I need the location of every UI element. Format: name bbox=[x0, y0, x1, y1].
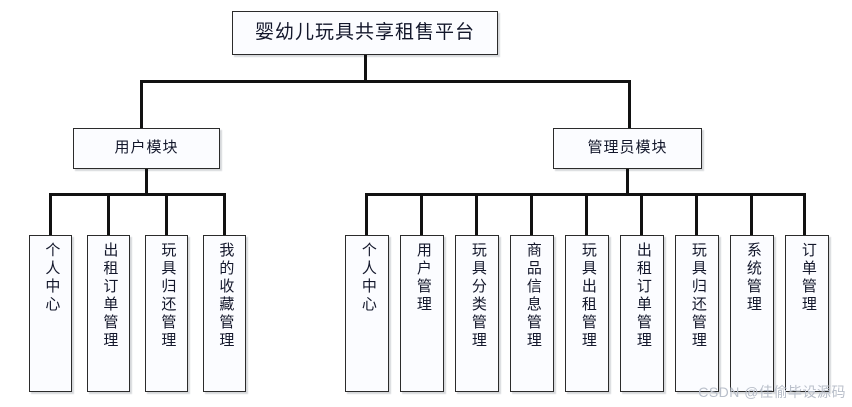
node-label: 出租订单管理 bbox=[101, 242, 118, 350]
connector-admin-leaf-5 bbox=[585, 193, 588, 236]
node-user-module-label: 用户模块 bbox=[114, 140, 179, 157]
connector-admin-leaf-9 bbox=[803, 193, 806, 236]
node-admin-leaf-personal-center[interactable]: 个人中心 bbox=[345, 235, 389, 392]
node-label: 商品信息管理 bbox=[524, 242, 541, 350]
connector-admin-leaf-8 bbox=[750, 193, 753, 236]
node-label: 我的收藏管理 bbox=[217, 242, 234, 350]
node-user-leaf-toy-return-management[interactable]: 玩具归还管理 bbox=[145, 235, 188, 392]
connector-user-leaf-4 bbox=[223, 193, 226, 236]
node-label: 用户管理 bbox=[414, 242, 431, 314]
connector-admin-leaf-2 bbox=[420, 193, 423, 236]
connector-user-leaf-2 bbox=[107, 193, 110, 236]
node-admin-leaf-rental-order-management[interactable]: 出租订单管理 bbox=[620, 235, 664, 392]
node-label: 玩具归还管理 bbox=[159, 242, 176, 350]
node-admin-leaf-toy-rental-management[interactable]: 玩具出租管理 bbox=[565, 235, 609, 392]
connector-admin-leaf-4 bbox=[530, 193, 533, 236]
node-label: 个人中心 bbox=[359, 242, 376, 314]
node-label: 玩具分类管理 bbox=[469, 242, 486, 350]
connector-admin-leaf-1 bbox=[365, 193, 368, 236]
connector-to-user-module bbox=[140, 80, 143, 128]
connector-user-leaf-1 bbox=[49, 193, 52, 236]
node-admin-leaf-product-info-management[interactable]: 商品信息管理 bbox=[510, 235, 554, 392]
node-label: 个人中心 bbox=[43, 242, 60, 314]
node-user-module[interactable]: 用户模块 bbox=[73, 128, 220, 169]
node-admin-leaf-system-management[interactable]: 系统管理 bbox=[730, 235, 774, 392]
connector-user-leaf-3 bbox=[165, 193, 168, 236]
node-admin-module-label: 管理员模块 bbox=[587, 140, 668, 157]
node-label: 出租订单管理 bbox=[634, 242, 651, 350]
node-user-leaf-personal-center[interactable]: 个人中心 bbox=[29, 235, 72, 392]
node-user-leaf-rental-order-management[interactable]: 出租订单管理 bbox=[87, 235, 130, 392]
connector-to-admin-module bbox=[628, 80, 631, 128]
node-admin-leaf-toy-category-management[interactable]: 玩具分类管理 bbox=[455, 235, 499, 392]
connector-admin-leaf-6 bbox=[640, 193, 643, 236]
node-label: 玩具出租管理 bbox=[579, 242, 596, 350]
connector-top-bus bbox=[140, 80, 631, 83]
node-label: 玩具归还管理 bbox=[689, 242, 706, 350]
node-admin-leaf-user-management[interactable]: 用户管理 bbox=[400, 235, 444, 392]
node-admin-module[interactable]: 管理员模块 bbox=[553, 128, 702, 169]
node-label: 订单管理 bbox=[799, 242, 816, 314]
connector-admin-module-down bbox=[626, 169, 629, 195]
connector-root-down bbox=[364, 55, 367, 81]
connector-user-module-down bbox=[145, 169, 148, 195]
node-admin-leaf-toy-return-management[interactable]: 玩具归还管理 bbox=[675, 235, 719, 392]
csdn-watermark: CSDN @佳偷毕设源码 bbox=[698, 384, 846, 400]
connector-admin-leaf-3 bbox=[475, 193, 478, 236]
node-admin-leaf-order-management[interactable]: 订单管理 bbox=[785, 235, 829, 392]
node-label: 系统管理 bbox=[744, 242, 761, 314]
node-root-platform[interactable]: 婴幼儿玩具共享租售平台 bbox=[232, 11, 498, 55]
node-root-label: 婴幼儿玩具共享租售平台 bbox=[254, 21, 475, 43]
connector-user-bus bbox=[49, 193, 225, 196]
node-user-leaf-my-favorites-management[interactable]: 我的收藏管理 bbox=[203, 235, 246, 392]
connector-admin-leaf-7 bbox=[695, 193, 698, 236]
